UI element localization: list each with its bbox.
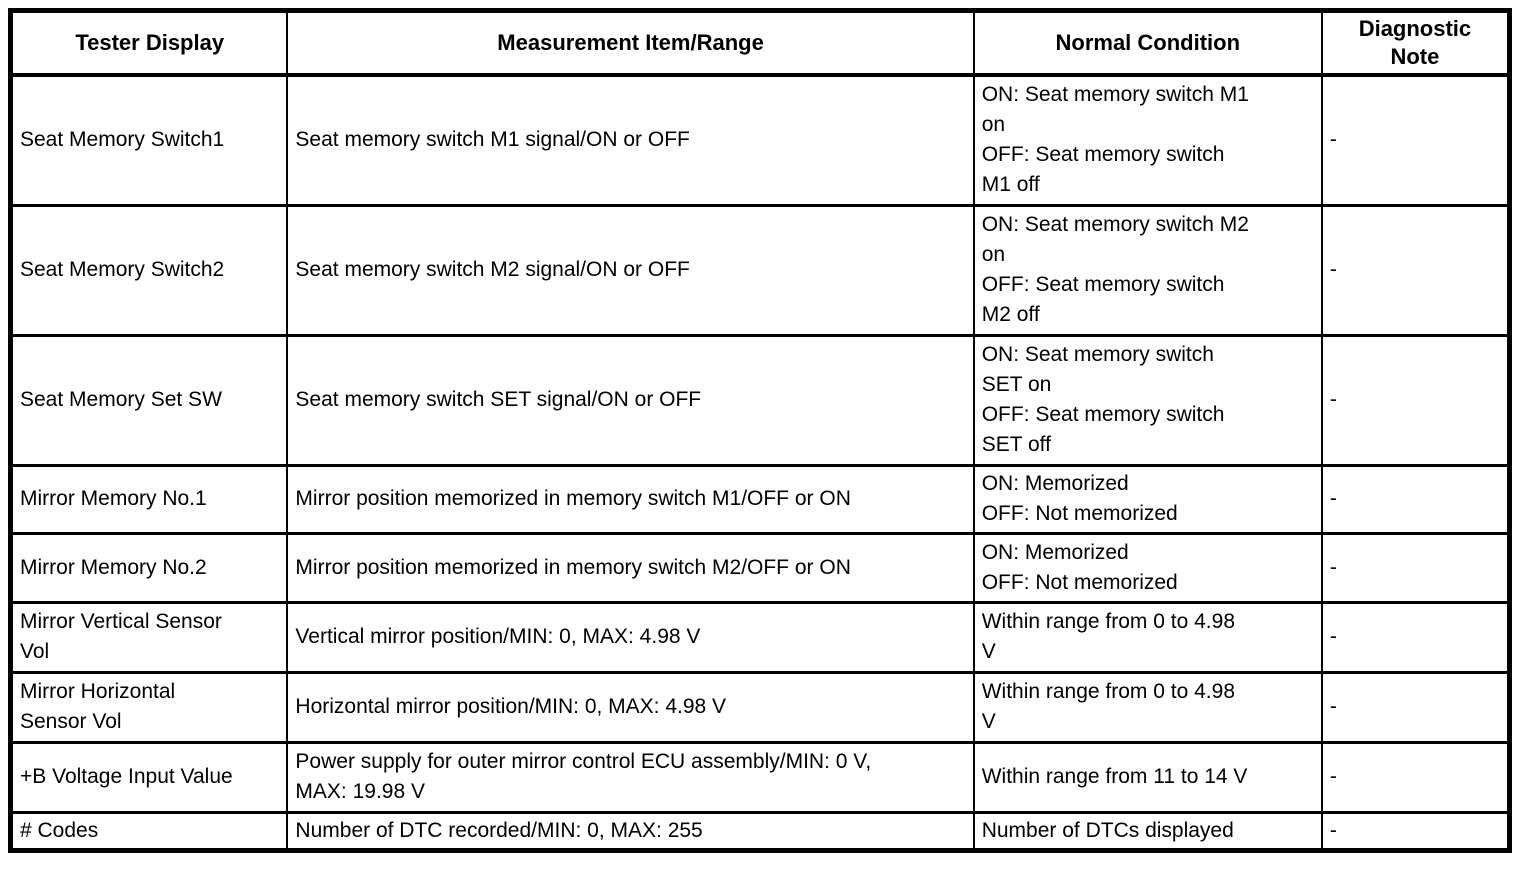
table-row: Seat Memory Switch1 Seat memory switch M… <box>9 73 1511 206</box>
cell-tester-display: Seat Memory Switch1 <box>9 73 289 206</box>
cell-measurement: Horizontal mirror position/MIN: 0, MAX: … <box>286 670 975 743</box>
cell-diagnostic-note: - <box>1320 73 1511 206</box>
data-list-table: Tester Display Measurement Item/Range No… <box>8 8 1512 853</box>
cell-normal-condition: ON: Seat memory switch M2 on OFF: Seat m… <box>972 203 1323 336</box>
cell-tester-display: Seat Memory Switch2 <box>9 203 289 336</box>
col-header-tester-display: Tester Display <box>9 9 289 77</box>
cell-measurement: Mirror position memorized in memory swit… <box>286 531 975 603</box>
table-header: Tester Display Measurement Item/Range No… <box>9 9 1511 77</box>
cell-normal-condition: ON: Memorized OFF: Not memorized <box>972 463 1323 534</box>
cell-measurement: Seat memory switch SET signal/ON or OFF <box>286 333 975 466</box>
cell-measurement: Seat memory switch M2 signal/ON or OFF <box>286 203 975 336</box>
cell-tester-display: Mirror Memory No.2 <box>9 531 289 603</box>
cell-tester-display: Mirror Vertical Sensor Vol <box>9 600 289 673</box>
document-page: Tester Display Measurement Item/Range No… <box>8 8 1512 853</box>
cell-normal-condition: ON: Seat memory switch SET on OFF: Seat … <box>972 333 1323 466</box>
table-row: Seat Memory Set SW Seat memory switch SE… <box>9 333 1511 466</box>
cell-normal-condition: Within range from 11 to 14 V <box>972 740 1323 813</box>
table-row: # Codes Number of DTC recorded/MIN: 0, M… <box>9 810 1511 851</box>
cell-tester-display: Mirror Horizontal Sensor Vol <box>9 670 289 743</box>
cell-diagnostic-note: - <box>1320 463 1511 534</box>
cell-normal-condition: Within range from 0 to 4.98 V <box>972 670 1323 743</box>
header-row: Tester Display Measurement Item/Range No… <box>9 9 1511 77</box>
cell-measurement: Number of DTC recorded/MIN: 0, MAX: 255 <box>286 810 975 851</box>
cell-diagnostic-note: - <box>1320 740 1511 813</box>
cell-normal-condition: Within range from 0 to 4.98 V <box>972 600 1323 673</box>
cell-measurement: Power supply for outer mirror control EC… <box>286 740 975 813</box>
cell-tester-display: Mirror Memory No.1 <box>9 463 289 534</box>
table-body: Seat Memory Switch1 Seat memory switch M… <box>9 73 1511 851</box>
table-row: Mirror Memory No.2 Mirror position memor… <box>9 531 1511 603</box>
table-row: Mirror Memory No.1 Mirror position memor… <box>9 463 1511 534</box>
cell-measurement: Seat memory switch M1 signal/ON or OFF <box>286 73 975 206</box>
cell-tester-display: Seat Memory Set SW <box>9 333 289 466</box>
table-row: Mirror Vertical Sensor Vol Vertical mirr… <box>9 600 1511 673</box>
cell-diagnostic-note: - <box>1320 203 1511 336</box>
col-header-measurement-item-range: Measurement Item/Range <box>286 9 975 77</box>
col-header-normal-condition: Normal Condition <box>972 9 1323 77</box>
cell-tester-display: +B Voltage Input Value <box>9 740 289 813</box>
cell-measurement: Vertical mirror position/MIN: 0, MAX: 4.… <box>286 600 975 673</box>
col-header-diagnostic-note: Diagnostic Note <box>1320 9 1511 77</box>
cell-normal-condition: ON: Seat memory switch M1 on OFF: Seat m… <box>972 73 1323 206</box>
cell-diagnostic-note: - <box>1320 531 1511 603</box>
cell-measurement: Mirror position memorized in memory swit… <box>286 463 975 534</box>
cell-normal-condition: Number of DTCs displayed <box>972 810 1323 851</box>
table-row: Mirror Horizontal Sensor Vol Horizontal … <box>9 670 1511 743</box>
cell-diagnostic-note: - <box>1320 670 1511 743</box>
cell-diagnostic-note: - <box>1320 600 1511 673</box>
cell-normal-condition: ON: Memorized OFF: Not memorized <box>972 531 1323 603</box>
cell-diagnostic-note: - <box>1320 333 1511 466</box>
table-row: Seat Memory Switch2 Seat memory switch M… <box>9 203 1511 336</box>
cell-diagnostic-note: - <box>1320 810 1511 851</box>
table-row: +B Voltage Input Value Power supply for … <box>9 740 1511 813</box>
cell-tester-display: # Codes <box>9 810 289 851</box>
